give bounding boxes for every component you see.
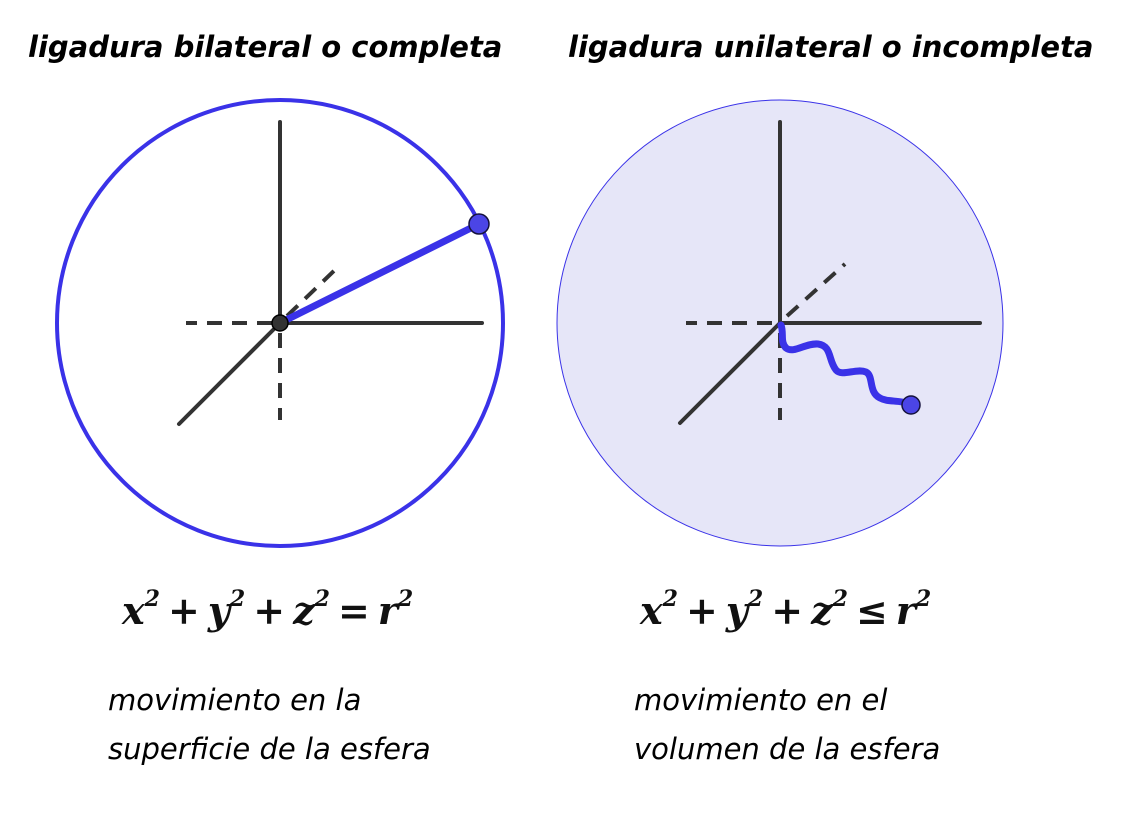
var-x: x — [122, 588, 145, 633]
axes-right — [678, 120, 982, 425]
exp: 2 — [397, 586, 414, 613]
origin-point-left — [271, 314, 289, 332]
exp: 2 — [314, 586, 330, 613]
title-unilateral: ligadura unilateral o incompleta — [568, 30, 1094, 64]
plus-sign: + — [167, 588, 200, 633]
exp: 2 — [662, 586, 678, 613]
sphere-outline — [55, 98, 505, 548]
relation-leq: ≤ — [855, 588, 888, 633]
caption-line-1: movimiento en la — [108, 683, 362, 717]
inequality-volume: x2+y2+z2≤r2 — [640, 586, 932, 633]
caption-line-1: movimiento en el — [634, 683, 888, 717]
plus-sign: + — [771, 588, 804, 633]
neg-x-axis-right — [785, 262, 847, 318]
caption-line-2: volumen de la esfera — [634, 732, 941, 766]
particle-trajectory — [777, 321, 914, 409]
neg-x-axis-left — [285, 266, 339, 318]
exp: 2 — [229, 586, 246, 613]
exp: 2 — [915, 586, 932, 613]
exp: 2 — [747, 586, 764, 613]
var-y: y — [207, 588, 230, 633]
hidden-axes-left — [186, 266, 339, 420]
x-axis-right — [678, 321, 782, 425]
sphere-volume-diagram — [556, 99, 1004, 547]
var-r: r — [895, 588, 916, 633]
var-x: x — [640, 588, 663, 633]
var-y: y — [725, 588, 748, 633]
x-axis-left — [177, 321, 282, 426]
plus-sign: + — [685, 588, 718, 633]
var-r: r — [377, 588, 398, 633]
relation-equals: = — [337, 588, 370, 633]
var-z: z — [293, 588, 315, 633]
plus-sign: + — [253, 588, 286, 633]
var-z: z — [811, 588, 833, 633]
caption-surface: movimiento en la superficie de la esfera — [108, 676, 431, 774]
exp: 2 — [144, 586, 160, 613]
particle-on-surface — [468, 213, 490, 235]
caption-line-2: superficie de la esfera — [108, 732, 431, 766]
exp: 2 — [832, 586, 848, 613]
sphere-surface-diagram — [55, 98, 505, 548]
caption-volume: movimiento en el volumen de la esfera — [634, 676, 940, 774]
radius-vector — [276, 220, 483, 327]
particle-in-volume — [901, 395, 921, 415]
equation-surface: x2+y2+z2=r2 — [122, 586, 414, 633]
axes-left — [177, 120, 484, 426]
title-bilateral: ligadura bilateral o completa — [28, 30, 503, 64]
hidden-axes-right — [686, 262, 847, 420]
